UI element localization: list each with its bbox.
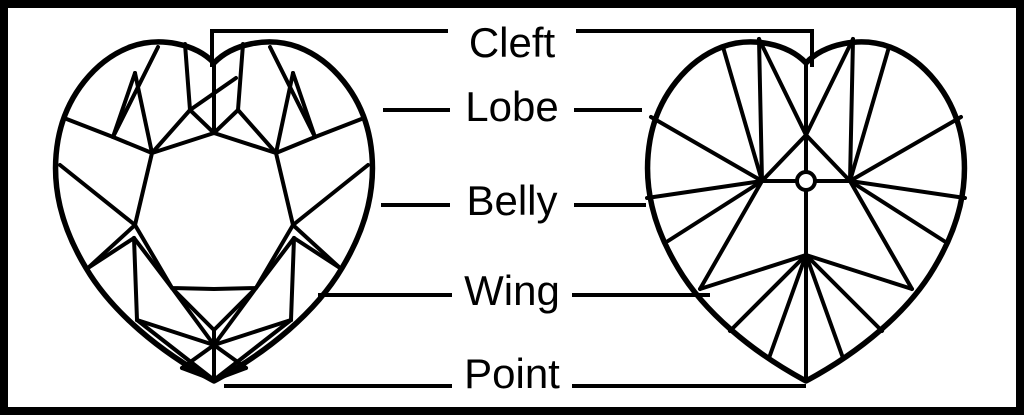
left-lobe-crown-seg-d <box>188 108 216 135</box>
diagram-frame-inner <box>8 8 1016 407</box>
right-lobe-bezel-facet-a <box>268 45 317 139</box>
right-wing-facet-e <box>212 318 293 347</box>
pavilion-left-radial-d <box>649 115 764 183</box>
pavilion-left-radial-e <box>645 179 764 200</box>
left-lobe-crown-seg-c <box>188 76 238 112</box>
pavilion-right-radial-b <box>848 37 855 183</box>
left-point-facet-a <box>180 343 216 370</box>
cleft-callout: Cleft <box>210 19 814 67</box>
point-callout: Point <box>224 350 806 397</box>
pavilion-lower-radial-b <box>728 253 808 333</box>
pavilion-left-cleft-edge <box>757 37 808 137</box>
culet-marker <box>795 170 817 192</box>
right-gem-pavilion-view <box>644 37 968 384</box>
label-wing: Wing <box>464 267 560 314</box>
left-point-facet-b <box>212 343 248 370</box>
pavilion-left-radial-a <box>721 45 764 183</box>
left-lobe-crown-seg-a <box>183 42 192 112</box>
pavilion-lower-radial-a <box>698 253 808 291</box>
pavilion-left-radial-c <box>760 133 808 183</box>
pavilion-lower-radial-c <box>767 253 808 360</box>
cleft-right-leader <box>576 29 814 67</box>
right-lobe-crown-seg-a <box>236 42 245 112</box>
right-lobe-upper-girdle-a <box>313 116 366 139</box>
label-belly: Belly <box>466 177 557 224</box>
pavilion-lower-radial-f <box>804 253 914 291</box>
pavilion-right-radial-a <box>848 45 891 183</box>
right-lobe-crown-seg-c <box>212 108 240 135</box>
left-table-facet <box>133 131 295 291</box>
left-belly-facet-a <box>58 163 137 227</box>
label-point: Point <box>464 350 560 397</box>
cleft-left-leader <box>210 29 448 67</box>
left-wing-facet-b <box>135 318 216 382</box>
right-lobe-star-facet-c <box>274 135 317 155</box>
label-lobe: Lobe <box>465 83 558 130</box>
right-belly-facet-c <box>292 236 342 270</box>
left-lobe-star-facet-c <box>111 135 154 155</box>
left-point-facet-c <box>180 366 216 382</box>
lobe-callout: Lobe <box>383 83 642 130</box>
pavilion-right-radial-e <box>848 179 967 200</box>
left-belly-facet-d <box>132 236 174 290</box>
pavilion-right-radial-c <box>804 133 852 183</box>
pavilion-lower-radial-e <box>804 253 884 333</box>
left-lobe-crown-seg-b <box>150 108 192 155</box>
pavilion-left-radial-g <box>698 179 764 291</box>
pavilion-right-radial-f <box>848 179 946 243</box>
wing-callout: Wing <box>318 267 710 314</box>
label-cleft: Cleft <box>469 19 556 66</box>
pavilion-lower-radial-d <box>804 253 845 360</box>
left-wing-facet-d <box>170 286 216 347</box>
pavilion-left-radial-b <box>757 37 764 183</box>
right-wing-facet-a <box>289 236 296 322</box>
right-wing-facet-d <box>212 286 258 347</box>
left-lobe-bezel-facet-a <box>111 45 160 139</box>
pavilion-right-radial-g <box>848 179 914 291</box>
left-gem-crown-view <box>52 39 376 384</box>
right-lobe-crown-seg-b <box>236 108 278 155</box>
left-wing-facet-e <box>135 318 216 347</box>
pavilion-left-radial-f <box>666 179 764 243</box>
left-lobe-upper-girdle-a <box>62 116 115 139</box>
right-belly-facet-d <box>254 236 296 290</box>
left-belly-facet-c <box>86 236 136 270</box>
right-wing-facet-b <box>212 318 293 382</box>
left-point-facet-d <box>212 366 248 382</box>
belly-callout: Belly <box>381 177 646 224</box>
right-belly-facet-a <box>291 163 370 227</box>
pavilion-right-radial-d <box>848 115 963 183</box>
left-wing-facet-a <box>132 236 139 322</box>
pavilion-right-cleft-edge <box>804 37 855 137</box>
